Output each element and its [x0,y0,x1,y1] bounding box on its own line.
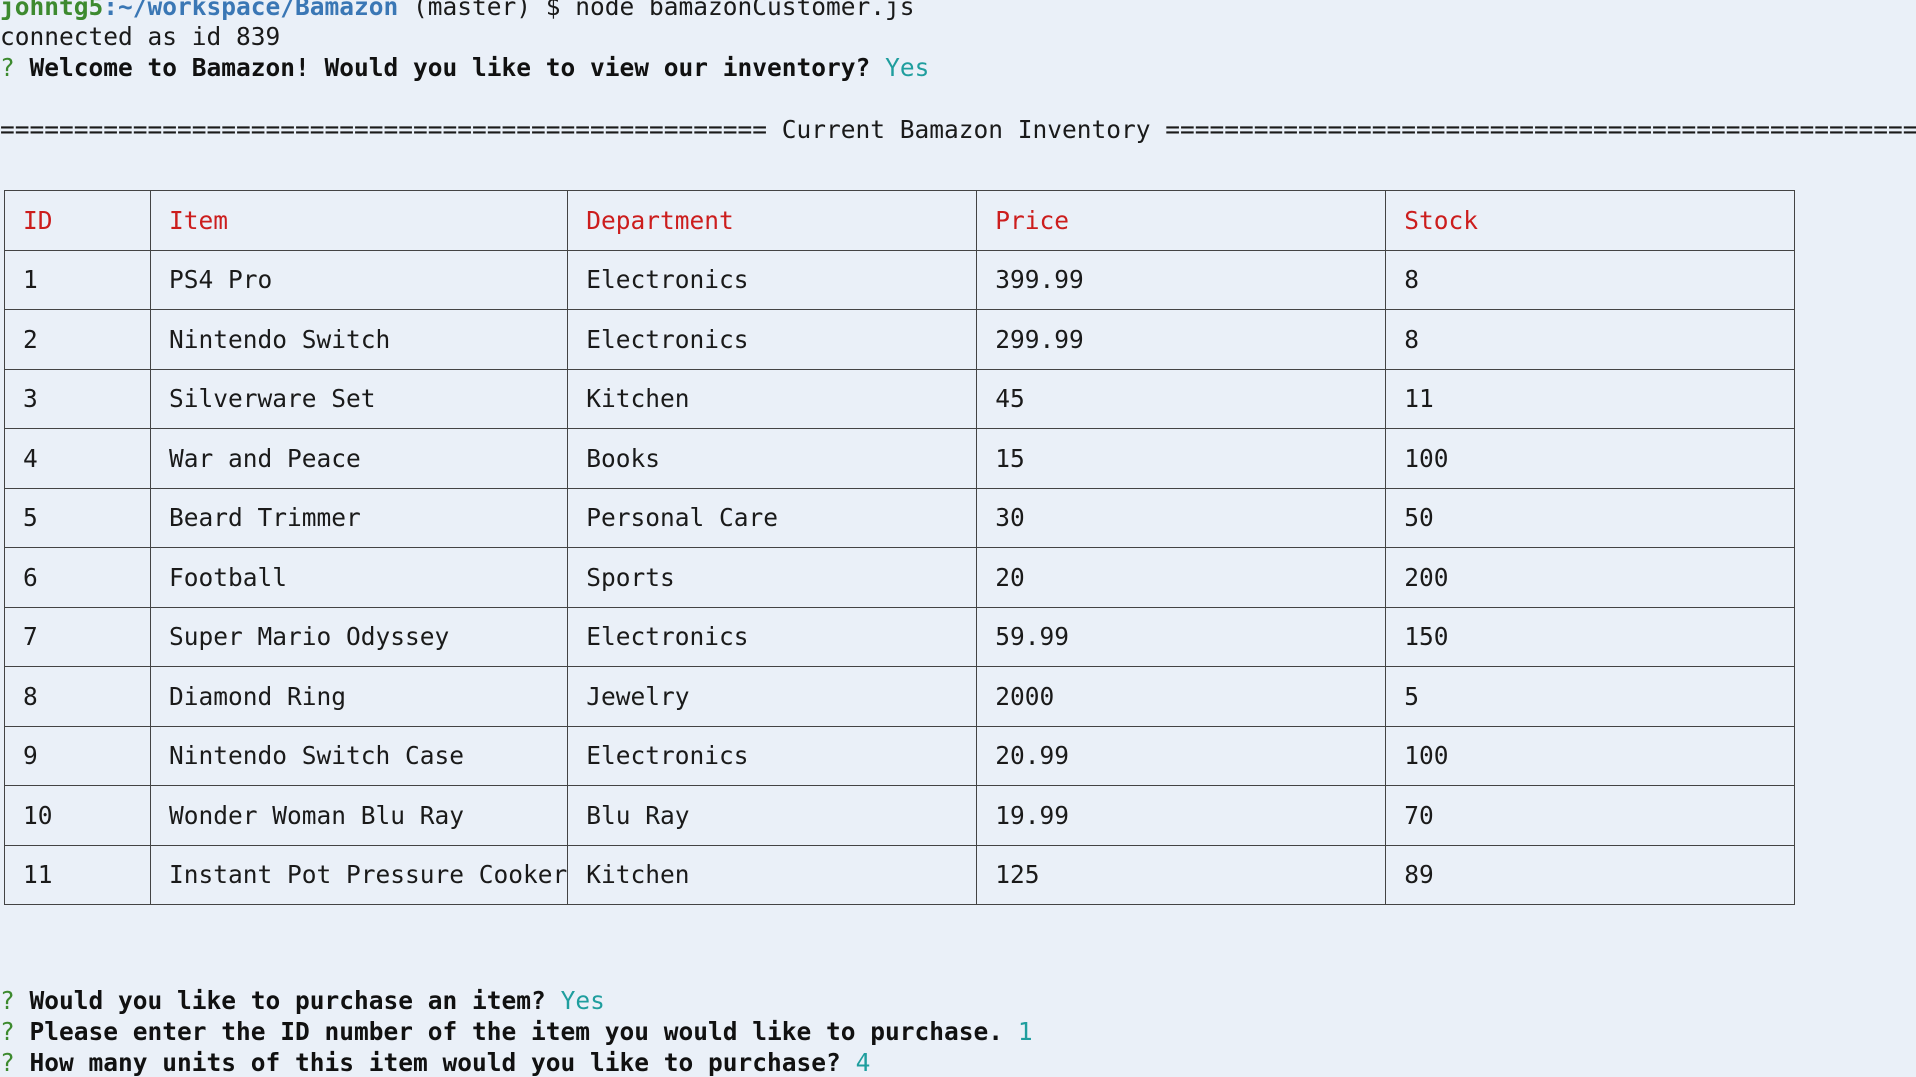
cell-id: 9 [4,725,151,786]
question-marker: ? [0,1017,15,1046]
cell-stock: 5 [1385,666,1796,727]
cell-price: 20.99 [976,725,1387,786]
cell-price: 30 [976,487,1387,548]
cell-stock: 200 [1385,547,1796,608]
header-price: Price [976,190,1387,251]
table-header-row: ID Item Department Price Stock [4,190,1796,251]
cell-department: Electronics [567,249,978,310]
cell-department: Personal Care [567,487,978,548]
shell-command: (master) $ node bamazonCustomer.js [398,0,915,21]
cell-price: 399.99 [976,249,1387,310]
shell-user: johntg5 [0,0,104,21]
header-stock: Stock [1385,190,1796,251]
units-prompt: ? How many units of this item would you … [0,1047,870,1077]
cell-price: 59.99 [976,606,1387,667]
cell-item: Super Mario Odyssey [149,606,569,667]
cell-price: 20 [976,547,1387,608]
cell-id: 6 [4,547,151,608]
cell-item: Instant Pot Pressure Cooker [149,844,569,905]
units-answer: 4 [855,1048,871,1077]
shell-prompt-line: johntg5:~/workspace/Bamazon (master) $ n… [0,0,915,22]
cell-id: 7 [4,606,151,667]
cell-id: 4 [4,428,151,489]
cell-item: Nintendo Switch Case [149,725,569,786]
question-marker: ? [0,1048,15,1077]
header-id: ID [4,190,151,251]
units-question: How many units of this item would you li… [29,1048,841,1077]
cell-stock: 100 [1385,428,1796,489]
cell-price: 45 [976,368,1387,429]
cell-stock: 8 [1385,249,1796,310]
cell-price: 299.99 [976,309,1387,370]
cell-stock: 70 [1385,785,1796,846]
cell-item: Football [149,547,569,608]
enter-id-question: Please enter the ID number of the item y… [29,1017,1004,1046]
cell-department: Electronics [567,309,978,370]
cell-id: 10 [4,785,151,846]
cell-department: Kitchen [567,844,978,905]
cell-stock: 50 [1385,487,1796,548]
purchase-prompt: ? Would you like to purchase an item? Ye… [0,985,605,1016]
inventory-banner: ========================================… [0,115,1916,144]
cell-department: Blu Ray [567,785,978,846]
purchase-answer: Yes [560,986,605,1015]
header-item: Item [149,190,569,251]
cell-department: Kitchen [567,368,978,429]
cell-department: Sports [567,547,978,608]
cell-stock: 100 [1385,725,1796,786]
welcome-question: Welcome to Bamazon! Would you like to vi… [29,53,871,82]
cell-item: War and Peace [149,428,569,489]
cell-item: Diamond Ring [149,666,569,727]
enter-id-prompt: ? Please enter the ID number of the item… [0,1016,1033,1047]
cell-price: 2000 [976,666,1387,727]
welcome-answer: Yes [885,53,930,82]
cell-price: 15 [976,428,1387,489]
header-department: Department [567,190,978,251]
cell-item: PS4 Pro [149,249,569,310]
connection-status: connected as id 839 [0,22,281,51]
shell-path: :~/workspace/Bamazon [103,0,399,21]
cell-stock: 89 [1385,844,1796,905]
cell-item: Beard Trimmer [149,487,569,548]
cell-department: Jewelry [567,666,978,727]
cell-id: 5 [4,487,151,548]
cell-id: 8 [4,666,151,727]
welcome-prompt: ? Welcome to Bamazon! Would you like to … [0,52,929,83]
cell-id: 11 [4,844,151,905]
cell-id: 2 [4,309,151,370]
cell-id: 3 [4,368,151,429]
cell-item: Wonder Woman Blu Ray [149,785,569,846]
cell-item: Nintendo Switch [149,309,569,370]
cell-stock: 11 [1385,368,1796,429]
cell-department: Electronics [567,606,978,667]
question-marker: ? [0,53,15,82]
cell-id: 1 [4,249,151,310]
purchase-question: Would you like to purchase an item? [29,986,546,1015]
cell-stock: 8 [1385,309,1796,370]
question-marker: ? [0,986,15,1015]
cell-item: Silverware Set [149,368,569,429]
enter-id-answer: 1 [1017,1017,1033,1046]
cell-department: Books [567,428,978,489]
cell-department: Electronics [567,725,978,786]
cell-price: 19.99 [976,785,1387,846]
cell-stock: 150 [1385,606,1796,667]
cell-price: 125 [976,844,1387,905]
